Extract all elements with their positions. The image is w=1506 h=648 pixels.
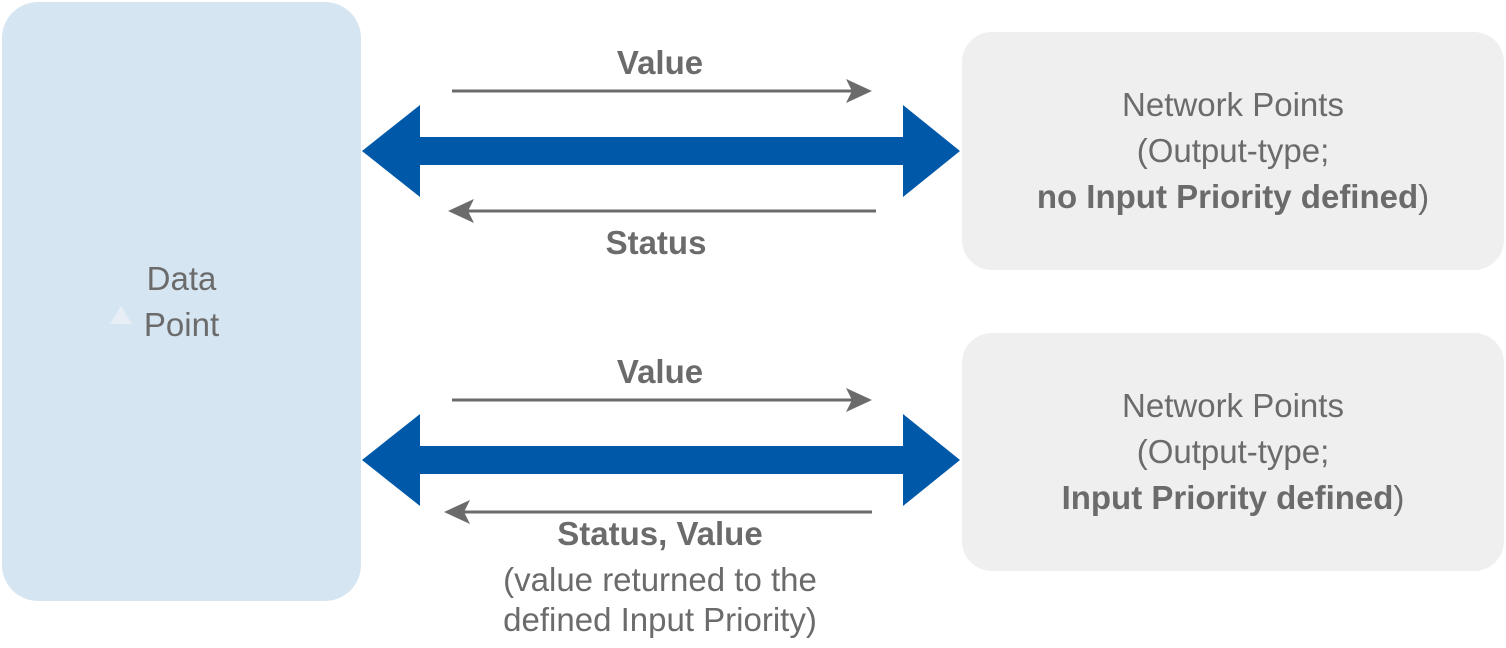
network-bottom-line2: (Output-type; [1136,433,1330,470]
network-top-line3-bold: no Input Priority defined [1036,178,1419,215]
value-arrow-bottom-icon [452,388,872,412]
double-arrow-top-icon [362,105,960,197]
network-bottom-line3: Input Priority defined) [1062,475,1405,521]
status-arrow-top-icon [448,199,876,223]
network-top-line3: no Input Priority defined) [1037,174,1429,220]
double-arrow-bottom-icon [362,414,960,506]
data-point-label-line1: Data [146,259,217,297]
status-value-note-line1: (value returned to the [503,561,817,598]
status-label-top: Status [605,224,707,261]
network-top-line3-end: ) [1418,178,1430,215]
network-bottom-line1: Network Points [1122,387,1344,424]
network-top-line1: Network Points [1122,86,1344,123]
value-arrow-top-icon [452,79,872,103]
status-value-note-line2: defined Input Priority) [503,601,817,638]
status-value-arrow-bottom-icon [444,500,872,524]
data-point-box: Data Point [2,2,361,601]
data-point-marker-icon [110,306,132,324]
value-label-bottom: Value [616,353,704,390]
network-top-line2: (Output-type; [1136,132,1330,169]
network-points-box-top: Network Points (Output-type; no Input Pr… [962,32,1504,270]
value-label-top: Value [616,44,704,81]
network-bottom-line3-end: ) [1393,479,1405,516]
status-value-label-bottom: Status, Value [557,515,763,552]
data-point-label-line2: Point [143,305,220,343]
network-points-box-bottom: Network Points (Output-type; Input Prior… [962,333,1504,571]
network-bottom-line3-bold: Input Priority defined [1061,479,1394,516]
status-value-note: (value returned to the defined Input Pri… [430,560,890,640]
